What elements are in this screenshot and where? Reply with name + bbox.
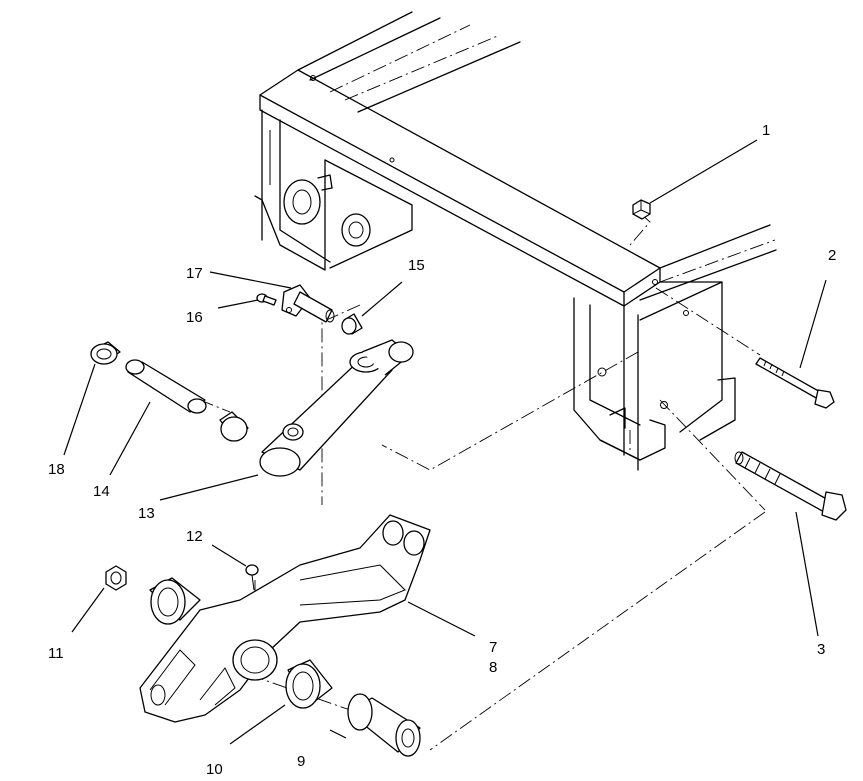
callout-13: 13: [138, 505, 155, 522]
callout-1: 1: [762, 122, 770, 139]
callout-3: 3: [817, 641, 825, 658]
part-9-spacer: [347, 693, 421, 757]
part-7-arm: [139, 514, 431, 723]
callout-7: 7: [489, 639, 497, 656]
part-15-bushing: [341, 313, 363, 335]
leader-lines: [63, 139, 827, 745]
part-3-bolt: [734, 451, 847, 521]
callout-14: 14: [93, 483, 110, 500]
part-tube-bushing: [219, 411, 249, 442]
callout-2: 2: [828, 247, 836, 264]
callout-11: 11: [48, 645, 64, 662]
part-18-bushing: [90, 341, 121, 365]
part-14-spacer: [125, 359, 207, 414]
callout-16: 16: [186, 309, 203, 326]
callout-labels: 1 2 3 7 8 9 10 11 12 13 14 15 16 17 18: [48, 122, 836, 778]
frame-assembly: [254, 11, 777, 471]
part-17-pin: [281, 284, 335, 323]
callout-15: 15: [408, 257, 425, 274]
part-11-nut: [105, 565, 127, 591]
callout-12: 12: [186, 528, 203, 545]
callout-8: 8: [489, 659, 497, 676]
part-12-grease-fitting: [245, 564, 259, 591]
part-2-bolt: [755, 357, 835, 409]
part-arm-bushing-left: [149, 577, 201, 625]
callout-17: 17: [186, 265, 203, 282]
part-16-screw: [256, 293, 277, 306]
callout-10: 10: [206, 761, 223, 778]
part-1-nut: [632, 199, 651, 220]
part-13-tube: [259, 339, 414, 477]
part-10-bushing: [285, 659, 333, 709]
callout-9: 9: [297, 753, 305, 770]
callout-18: 18: [48, 461, 65, 478]
